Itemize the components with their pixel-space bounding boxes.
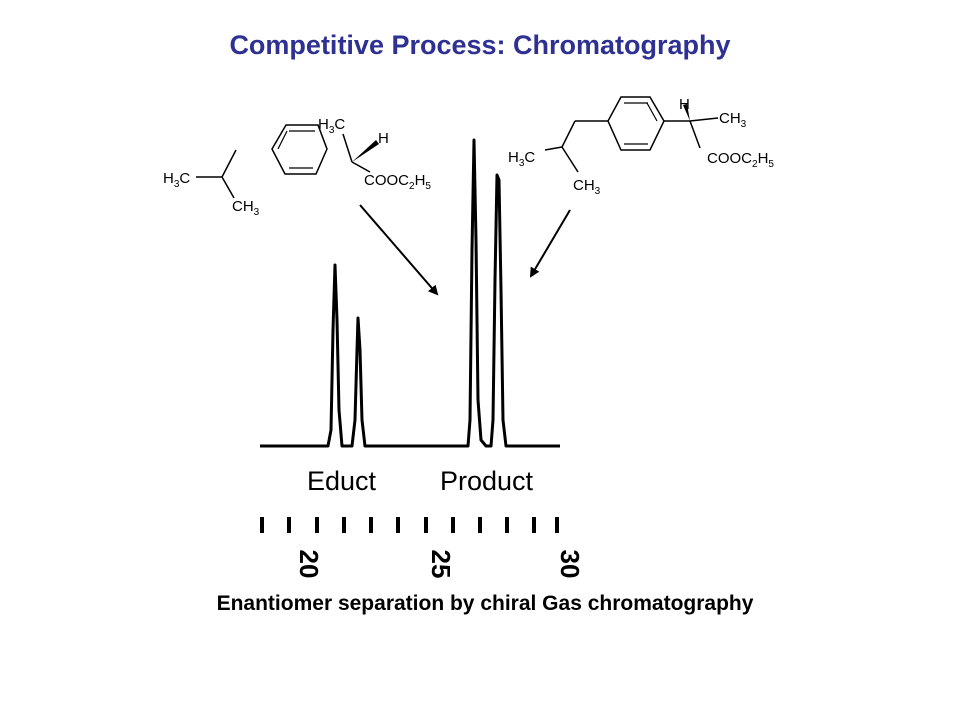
left-h-label: H <box>378 130 389 147</box>
left-ester-label: COOC2H5 <box>364 172 431 192</box>
peak-label-product: Product <box>440 466 534 496</box>
axis-label-25: 25 <box>426 550 456 579</box>
arrow-to-educt-peak <box>359 204 439 296</box>
axis-label-20: 20 <box>294 550 324 579</box>
peak-label-educt: Educt <box>307 466 377 496</box>
axis-label-30: 30 <box>555 550 585 579</box>
right-ester-label: COOC2H5 <box>707 150 774 170</box>
right-h3c-label: H3C <box>508 149 535 169</box>
slide-title: Competitive Process: Chromatography <box>229 30 731 60</box>
right-benzene-ring <box>607 96 665 151</box>
left-h3c-top-label: H3C <box>318 116 345 136</box>
time-axis-ticks <box>260 517 559 533</box>
left-benzene-ring <box>271 124 328 175</box>
right-h-label: H <box>679 96 690 113</box>
left-ch3-label: CH3 <box>232 198 260 218</box>
product-structure: H3C CH3 H CH3 COOC2H5 <box>508 96 774 197</box>
educt-structure: H3C CH3 H3C H COOC2H5 <box>163 116 431 218</box>
right-ch3-label: CH3 <box>719 110 747 130</box>
right-ch3-low-label: CH3 <box>573 177 601 197</box>
arrow-to-product-peak <box>529 209 571 278</box>
left-h3c-label: H3C <box>163 170 190 190</box>
chromatogram-trace <box>260 138 560 448</box>
slide-caption: Enantiomer separation by chiral Gas chro… <box>216 592 754 615</box>
